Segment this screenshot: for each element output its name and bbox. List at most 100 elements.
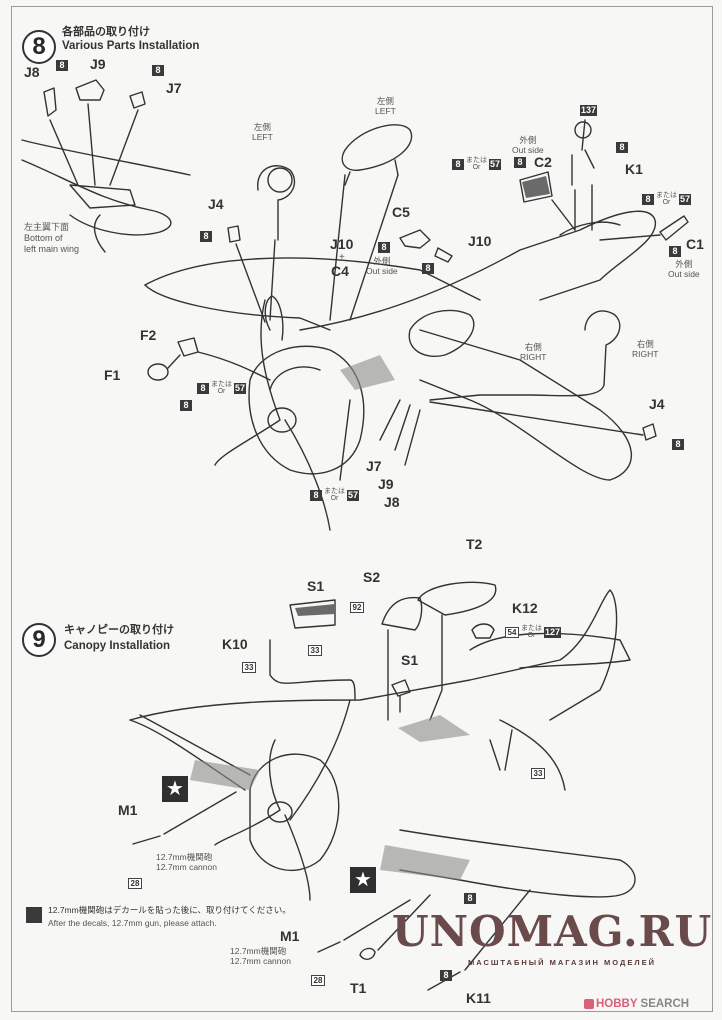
step9-fuselage-aft	[499, 719, 566, 791]
decal-shading-left-wing	[190, 760, 260, 790]
s1-mid-part	[391, 679, 411, 697]
m1-left-arrow	[163, 791, 237, 835]
j9-part	[75, 79, 105, 101]
or-en: Or	[472, 164, 481, 171]
inset-wing-outline	[21, 139, 191, 176]
color-code-57: 57	[347, 489, 360, 501]
cannon-label-left: 12.7mm機関砲 12.7mm cannon	[156, 852, 217, 872]
watermark-subtitle: МАСШТАБНЫЙ МАГАЗИН МОДЕЛЕЙ	[468, 958, 657, 967]
s1-top-part	[289, 599, 336, 629]
side-label-en: LEFT	[375, 106, 396, 116]
color-code-8: 8	[452, 158, 464, 170]
k11-arrow	[464, 889, 531, 971]
star-decal-icon: ★	[350, 867, 376, 893]
outside-label-c5: 外側 Out side	[366, 256, 398, 276]
color-code-137: 137	[580, 105, 598, 116]
k11-part	[427, 971, 461, 991]
part-label-j10-top: J10	[330, 236, 354, 252]
m1-bottom-arrow	[343, 899, 411, 941]
color-code-8: 8	[669, 246, 681, 257]
part-label-j8: J8	[24, 64, 40, 80]
c5-part	[399, 229, 431, 249]
step9-spinner	[267, 801, 293, 823]
color-code-8: 8	[310, 489, 322, 501]
step8-cowl-detail	[269, 366, 321, 391]
color-code-8: 8	[200, 231, 212, 242]
or-en: Or	[527, 632, 536, 639]
c-part-leaders	[551, 199, 661, 241]
brand-part-a: HOBBY	[596, 998, 638, 1010]
brand-part-b: SEARCH	[637, 998, 690, 1010]
side-label-jp: 右側	[524, 342, 542, 352]
step-9-title-en: Canopy Installation	[64, 640, 171, 652]
step8-wing-left-trailing	[144, 284, 331, 331]
part-label-s2: S2	[363, 569, 381, 585]
part-label-k10: K10	[222, 636, 248, 652]
or-jp: または	[656, 192, 677, 199]
color-code-33: 33	[308, 645, 322, 656]
k12-part	[471, 623, 495, 639]
color-code-8: 8	[642, 193, 654, 205]
step9-fuselage	[129, 589, 618, 721]
part-label-c4: C4	[331, 263, 349, 279]
f-part-leaders	[167, 351, 271, 381]
step-9-title-jp: キャノピーの取り付け	[64, 624, 174, 636]
color-code-54: 54	[505, 626, 519, 638]
color-code-57: 57	[234, 382, 247, 394]
outside-en: Out side	[668, 269, 700, 279]
color-code-8: 8	[197, 382, 209, 394]
watermark-logo: UNOMAG.RU	[392, 907, 713, 956]
part-label-s1-top: S1	[307, 578, 325, 594]
cannon-en: 12.7mm cannon	[230, 956, 291, 966]
outside-label-c2: 外側 Out side	[512, 135, 544, 155]
s2-canopy	[381, 596, 423, 631]
k10-part	[269, 639, 356, 701]
side-label-left-tank: 左側 LEFT	[375, 96, 396, 116]
step8-left-leaders	[269, 174, 399, 321]
part-label-m1-left: M1	[118, 802, 138, 818]
part-label-j4: J4	[208, 196, 224, 212]
part-label-j4-right: J4	[649, 396, 665, 412]
or-jp: または	[466, 157, 487, 164]
color-code-127: 127	[544, 626, 562, 638]
c2-part	[519, 171, 553, 203]
f2-part	[177, 337, 199, 357]
inset-note-en-1: Bottom of	[24, 233, 63, 243]
j10-part	[434, 247, 453, 263]
j4-right-leader	[429, 401, 644, 436]
step9-right-wing	[399, 829, 636, 898]
part-label-t2: T2	[466, 536, 483, 552]
step8-wing-right	[419, 329, 633, 481]
step8-spinner	[267, 407, 297, 433]
cannon-jp: 12.7mm機関砲	[230, 946, 287, 956]
t1-arrow	[377, 894, 431, 951]
part-label-c5: C5	[392, 204, 410, 220]
step8-wing-left	[144, 257, 481, 301]
part-label-c1: C1	[686, 236, 704, 252]
j7-part	[129, 91, 146, 109]
cannon-label-bottom: 12.7mm機関砲 12.7mm cannon	[230, 946, 291, 966]
color-code-8: 8	[152, 65, 164, 76]
paint-brush-icon	[26, 907, 42, 923]
step9-engine-cowl	[249, 753, 340, 872]
part-label-j7-bottom: J7	[366, 458, 382, 474]
color-code-57: 57	[489, 158, 502, 170]
part-label-j7: J7	[166, 80, 182, 96]
outside-en: Out side	[512, 145, 544, 155]
color-code-8: 8	[672, 439, 684, 450]
color-code-57: 57	[679, 193, 692, 205]
inset-note-jp: 左主翼下面	[24, 222, 70, 232]
or-en: Or	[662, 199, 671, 206]
color-code-28: 28	[311, 975, 325, 986]
side-label-right-tank: 右側 RIGHT	[520, 342, 546, 362]
